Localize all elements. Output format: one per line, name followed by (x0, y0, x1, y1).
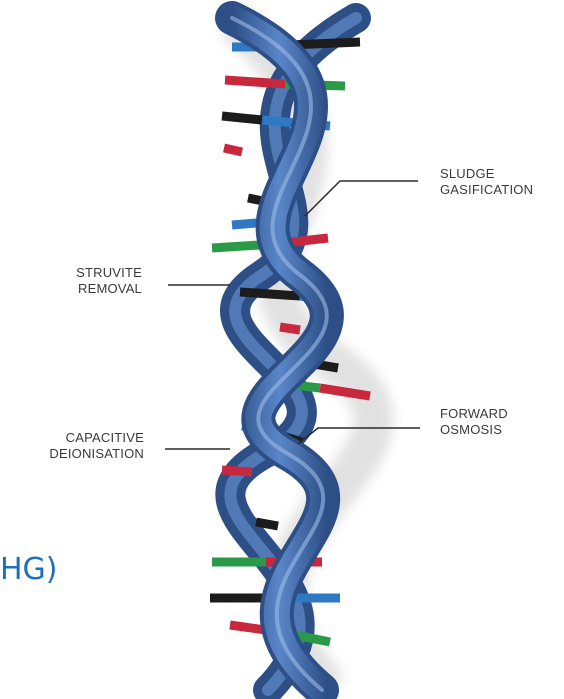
label-capacitive-line1: CAPACITIVE (20, 430, 144, 446)
label-forward-osmosis: FORWARD OSMOSIS (440, 406, 508, 438)
base-pair-9 (280, 327, 300, 330)
label-struvite-line2: REMOVAL (50, 281, 142, 297)
label-forward-line2: OSMOSIS (440, 422, 508, 438)
label-capacitive-deionisation: CAPACITIVE DEIONISATION (20, 430, 144, 462)
base-pair-13 (222, 470, 252, 472)
label-sludge-gasification: SLUDGE GASIFICATION (440, 166, 533, 198)
label-sludge-line2: GASIFICATION (440, 182, 533, 198)
base-pair-2 (225, 80, 345, 86)
base-pair-14 (256, 522, 278, 526)
label-struvite-line1: STRUVITE (50, 265, 142, 281)
label-capacitive-line2: DEIONISATION (20, 446, 144, 462)
label-forward-line1: FORWARD (440, 406, 508, 422)
cropped-text-fragment: HG) (0, 552, 58, 587)
label-struvite-removal: STRUVITE REMOVAL (50, 265, 142, 297)
label-sludge-line1: SLUDGE (440, 166, 533, 182)
base-pair-4 (224, 148, 242, 152)
